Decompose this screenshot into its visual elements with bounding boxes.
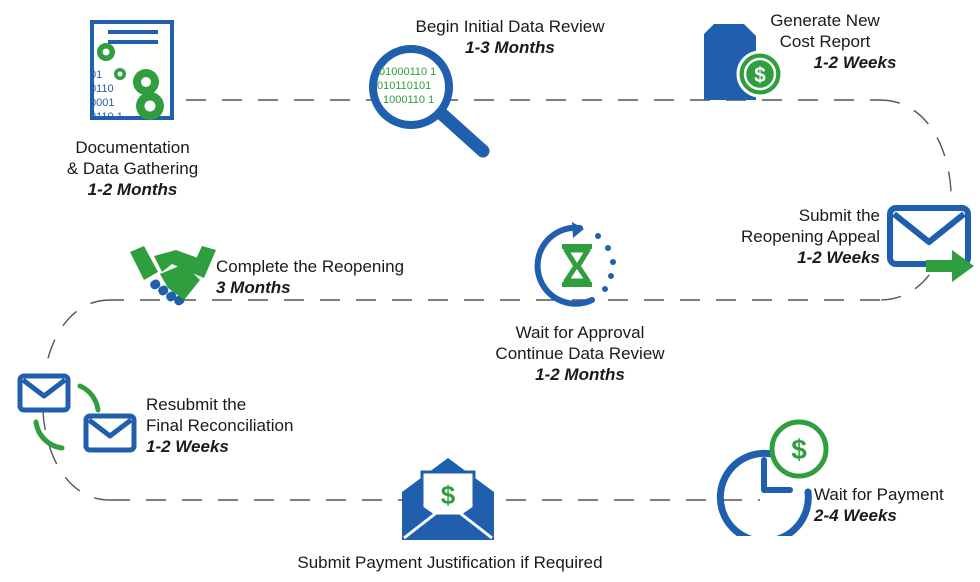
step-duration: 3 Months — [216, 278, 291, 297]
step-title: Wait for Approval — [515, 323, 645, 342]
step-wait-payment: Wait for Payment 2-4 Weeks — [814, 484, 980, 526]
svg-text:01000110 1: 01000110 1 — [379, 66, 436, 78]
step-reopening-appeal: Submit the Reopening Appeal 1-2 Weeks — [690, 205, 880, 268]
step-duration: 2-4 Weeks — [814, 506, 897, 525]
step-title: Wait for Payment — [814, 485, 944, 504]
step-title: Continue Data Review — [495, 344, 665, 363]
step-documentation: Documentation & Data Gathering 1-2 Month… — [40, 137, 225, 200]
step-duration: 1-2 Weeks — [797, 248, 880, 267]
svg-text:$: $ — [441, 480, 456, 510]
svg-text:1000110 1: 1000110 1 — [383, 94, 434, 106]
step-payment-justification: Submit Payment Justification if Required — [230, 552, 670, 573]
envelope-money-icon: $ — [398, 452, 498, 544]
svg-text:$: $ — [754, 64, 766, 87]
step-duration: 1-2 Weeks — [813, 53, 897, 72]
step-duration: 1-2 Months — [535, 365, 625, 384]
step-title: Submit the — [798, 206, 880, 225]
step-title: Cost Report — [779, 32, 871, 51]
svg-text:01: 01 — [90, 69, 102, 81]
step-cost-report: Generate New Cost Report 1-2 Weeks — [740, 10, 910, 73]
envelopes-exchange-icon — [14, 370, 144, 460]
cost-report-icon: $ — [700, 20, 790, 110]
step-complete-reopening: Complete the Reopening 3 Months — [216, 256, 476, 298]
hourglass-icon — [528, 222, 628, 310]
step-duration: 1-3 Months — [465, 38, 555, 57]
svg-text:$: $ — [791, 434, 807, 465]
step-title: Reopening Appeal — [741, 227, 880, 246]
path-curve-left — [41, 299, 111, 501]
step-title: Generate New — [770, 11, 880, 30]
step-initial-review: Begin Initial Data Review 1-3 Months — [380, 16, 640, 58]
step-title: Begin Initial Data Review — [415, 17, 605, 36]
svg-text:010110101: 010110101 — [377, 80, 431, 92]
step-title: & Data Gathering — [66, 159, 199, 178]
step-title: Complete the Reopening — [216, 257, 405, 276]
step-title: Documentation — [75, 138, 190, 157]
svg-text:0001: 0001 — [90, 97, 114, 109]
step-duration: 1-2 Months — [87, 180, 178, 199]
documents-gears-icon: 01 0110 0001 0110 1 — [78, 18, 183, 128]
envelope-send-icon — [886, 204, 976, 286]
step-title: Final Reconciliation — [146, 416, 294, 435]
step-title: Resubmit the — [146, 395, 247, 414]
magnifier-binary-icon: 01000110 1 010110101 1000110 1 — [355, 45, 495, 160]
svg-text:0110 1: 0110 1 — [90, 111, 123, 123]
step-duration: 1-2 Weeks — [146, 437, 229, 456]
svg-text:0110: 0110 — [90, 83, 114, 95]
handshake-icon — [128, 242, 218, 308]
step-wait-approval: Wait for Approval Continue Data Review 1… — [460, 322, 700, 385]
step-title: Submit Payment Justification if Required — [297, 553, 603, 572]
clock-dollar-icon: $ — [710, 418, 830, 545]
step-resubmit: Resubmit the Final Reconciliation 1-2 We… — [146, 394, 376, 457]
